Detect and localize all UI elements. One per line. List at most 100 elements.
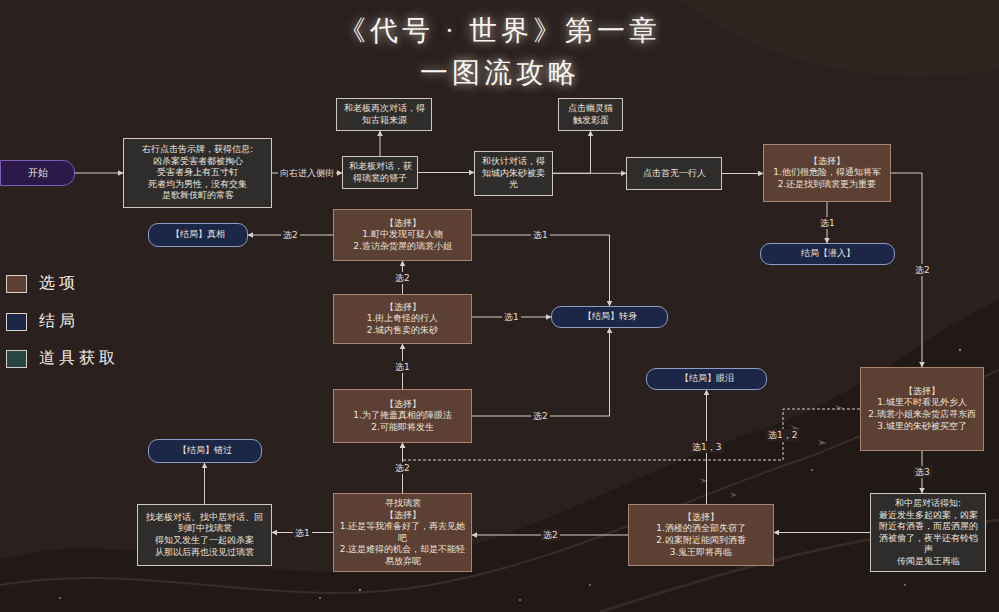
node-text: 找老板对话、找中居对话、回到町中找璃裳 得知又发生了一起凶杀案 从那以后再也没见…: [143, 512, 266, 558]
edge-label: 选3: [913, 466, 932, 478]
text-line: 1.町中发现可疑人物: [339, 229, 466, 241]
text-line: 【选择】: [339, 302, 466, 314]
node-text: 点击首无一行人: [632, 168, 716, 180]
choice-box: 【选择】1.为了掩盖真相的障眼法 2.可能即将发生: [333, 389, 472, 443]
edge-label: 选1: [393, 361, 412, 373]
legend-text: 道 具 获 取: [39, 348, 115, 369]
connector: [553, 131, 591, 173]
connector: [418, 172, 474, 173]
text-line: 1.城里不时看见外乡人: [866, 397, 978, 409]
text-line: 从那以后再也没见过璃裳: [143, 547, 266, 559]
text-line: 1.他们很危险，得通知将军: [769, 167, 885, 179]
info-box: 和老板对话，获得璃裳的簪子: [342, 156, 418, 189]
text-line: 1.为了掩盖真相的障眼法: [339, 410, 466, 422]
node-text: 【选择】: [634, 512, 768, 524]
text-line: 寻找璃裳: [339, 498, 466, 510]
title: 《代号 · 世界》第一章: [0, 12, 999, 50]
edge-label: 选2: [541, 529, 560, 541]
node-text: 右行点击告示牌，获得信息: 凶杀案受害者都被掏心 受害者身上有五寸钉 死者均为男…: [129, 144, 266, 202]
node-text: 【结局】眼泪: [652, 373, 761, 385]
node-text: 1.街上奇怪的行人 2.城内售卖的朱砂: [339, 313, 466, 336]
connector: [380, 131, 381, 156]
text-line: 受害者身上有五寸钉: [129, 167, 266, 179]
legend-row: 选 项: [6, 273, 75, 294]
text-line: 3.城里的朱砂被买空了: [866, 421, 978, 433]
node-text: 和中居对话得知: 最近发生多起凶案，凶案附近有酒香，而居酒屋的酒被偷了，夜半还有…: [876, 498, 980, 567]
text-line: 右行点击告示牌，获得信息:: [129, 144, 266, 156]
text-line: 2.凶案附近能闻到酒香: [634, 535, 768, 547]
node-text: 1.为了掩盖真相的障眼法 2.可能即将发生: [339, 410, 466, 433]
edge-label: 选2: [393, 272, 412, 284]
text-line: 和老板再次对话，得知古籍来源: [342, 103, 426, 126]
text-line: 结局【潜入】: [766, 248, 889, 260]
info-box: 点击首无一行人: [626, 157, 722, 190]
edge-label: 选2: [913, 264, 932, 276]
node-text: 【选择】: [339, 510, 466, 522]
legend-text: 选 项: [39, 273, 75, 294]
text-line: 和中居对话得知:: [876, 498, 980, 510]
node-text: 【选择】: [339, 399, 466, 411]
choice-box: 【选择】1.城里不时看见外乡人 2.璃裳小姐来杂货店寻东西 3.城里的朱砂被买空…: [860, 367, 984, 451]
text-line: 和伙计对话，得知城内朱砂被卖光: [480, 156, 547, 191]
text-line: 【选择】: [339, 510, 466, 522]
text-line: 2.这是难得的机会，却是不能轻易放弃呢: [339, 544, 466, 567]
connector: [722, 173, 763, 174]
connector: [774, 532, 870, 533]
wave-line: [0, 370, 999, 593]
edge-label: 选1: [818, 217, 837, 229]
node-text: 1.他们很危险，得通知将军 2.还是找到璃裳更为重要: [769, 167, 885, 190]
ending-box: 结局【潜入】: [760, 243, 895, 265]
connector: [472, 235, 610, 306]
wave-band: [680, 0, 999, 76]
edge-label: 选2: [531, 410, 550, 422]
subtitle: 一图流攻略: [0, 54, 999, 92]
text-line: 【选择】: [339, 399, 466, 411]
text-line: 找老板对话、找中居对话、回到町中找璃裳: [143, 512, 266, 535]
node-text: 结局【潜入】: [766, 248, 889, 260]
text-line: 3.鬼王即将再临: [634, 547, 768, 559]
edge-label: 选2: [393, 462, 412, 474]
text-line: 得知又发生了一起凶杀案: [143, 535, 266, 547]
start-box: 开始: [0, 160, 75, 186]
node-text: 【结局】错过: [154, 445, 256, 457]
legend-text: 结 局: [39, 311, 75, 332]
edge-label: 选2: [281, 229, 300, 241]
text-line: 和老板对话，获得璃裳的簪子: [348, 161, 412, 184]
choice-box: 【选择】1.他们很危险，得通知将军 2.还是找到璃裳更为重要: [763, 144, 891, 202]
node-text: 【选择】: [339, 218, 466, 230]
text-line: 传闻是鬼王再临: [876, 556, 980, 568]
choice-box: 【选择】1.町中发现可疑人物 2.造访杂货屋的璃裳小姐: [333, 209, 472, 261]
node-text: 点击幽灵猫 触发彩蛋: [564, 103, 617, 126]
info-box: 和老板再次对话，得知古籍来源: [336, 98, 432, 131]
ending-box: 【结局】错过: [148, 439, 262, 463]
text-line: 死者均为男性，没有交集: [129, 179, 266, 191]
text-line: 触发彩蛋: [564, 115, 617, 127]
node-text: 和伙计对话，得知城内朱砂被卖光: [480, 156, 547, 191]
text-line: 2.璃裳小姐来杂货店寻东西: [866, 409, 978, 421]
text-line: 1.街上奇怪的行人: [339, 313, 466, 325]
legend-row: 道 具 获 取: [6, 348, 115, 369]
edge-label: 选1，2: [766, 429, 799, 441]
node-text: 【选择】: [769, 156, 885, 168]
node-text: 1.町中发现可疑人物 2.造访杂货屋的璃裳小姐: [339, 229, 466, 252]
choice-box: 【选择】1.酒楼的酒全部失窃了 2.凶案附近能闻到酒香 3.鬼王即将再临: [628, 504, 774, 566]
node-text: 和老板对话，获得璃裳的簪子: [348, 161, 412, 184]
text-line: 2.可能即将发生: [339, 422, 466, 434]
info-box: 点击幽灵猫 触发彩蛋: [558, 98, 623, 131]
edge-label: 选1: [531, 229, 550, 241]
text-line: 【选择】: [769, 156, 885, 168]
text-line: 开始: [6, 167, 69, 180]
info-box: 和伙计对话，得知城内朱砂被卖光: [474, 151, 553, 196]
node-text: 1.城里不时看见外乡人 2.璃裳小姐来杂货店寻东西 3.城里的朱砂被买空了: [866, 397, 978, 432]
node-text: 1.还是等我准备好了，再去见她吧 2.这是难得的机会，却是不能轻易放弃呢: [339, 521, 466, 567]
text-line: 1.还是等我准备好了，再去见她吧: [339, 521, 466, 544]
node-text: 【选择】: [866, 386, 978, 398]
node-text: 【结局】真相: [154, 229, 242, 241]
edge-label: 选1，3: [690, 441, 723, 453]
text-line: 1.酒楼的酒全部失窃了: [634, 523, 768, 535]
wave-band: [0, 300, 999, 612]
connector: [75, 173, 123, 174]
text-line: 凶杀案受害者都被掏心: [129, 156, 266, 168]
